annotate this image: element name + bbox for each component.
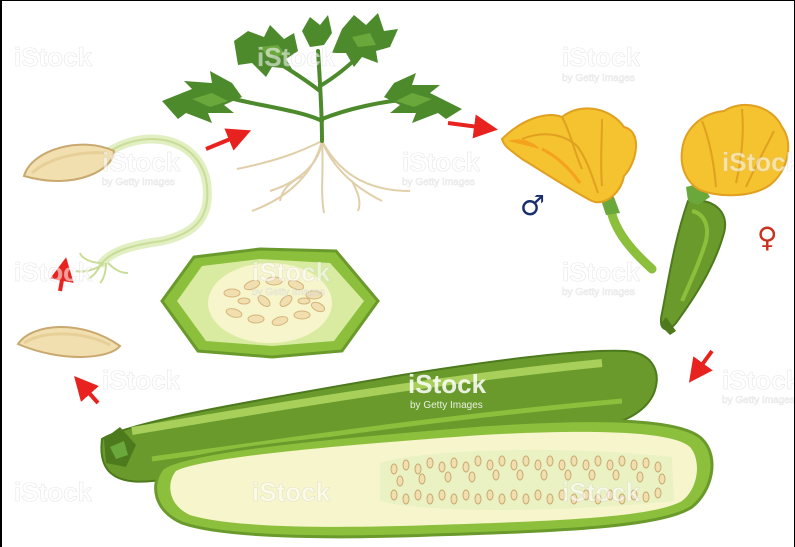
watermark-brand: iStock [402,147,481,177]
arrow-flower-to-fruit [696,351,712,373]
watermark-brand: iStock [14,42,93,72]
watermark-brand: iStock [562,477,641,507]
arrow-seedling-to-plant [206,135,240,149]
male-symbol: ♂ [520,189,545,222]
watermark-tagline: by Getty Images [252,287,325,298]
watermark-brand: iStock [562,257,641,287]
seed-illustration [18,327,120,357]
male-flower-illustration: ♂ [502,108,652,269]
watermark-brand: iStock [408,369,487,399]
watermark-brand: iStock [14,477,93,507]
zucchini-fruit-illustration [101,351,712,537]
arrow-plant-to-flower [448,123,486,128]
watermark-brand: iStock [722,365,794,395]
arrow-fruit-to-seed [82,385,98,403]
watermark-tagline: by Getty Images [562,287,635,298]
watermark-brand: iStock [102,365,181,395]
watermark-brand: iStock [722,147,794,177]
watermark-brand: iStock [257,42,336,72]
watermark-brand: iStock [252,257,331,287]
watermark-tagline: by Getty Images [562,73,635,84]
watermark-brand: iStock [252,477,331,507]
watermark-brand: iStock [562,42,641,72]
female-flower-illustration: ♀ [660,105,788,335]
watermark-tagline: by Getty Images [410,400,483,411]
watermark-tagline: by Getty Images [402,177,475,188]
watermark-brand: iStock [102,147,181,177]
watermark-tagline: by Getty Images [722,395,794,406]
watermark-brand: iStock [14,257,93,287]
plant-roots [237,141,410,213]
watermark-tagline: by Getty Images [102,177,175,188]
female-symbol: ♀ [757,221,778,254]
